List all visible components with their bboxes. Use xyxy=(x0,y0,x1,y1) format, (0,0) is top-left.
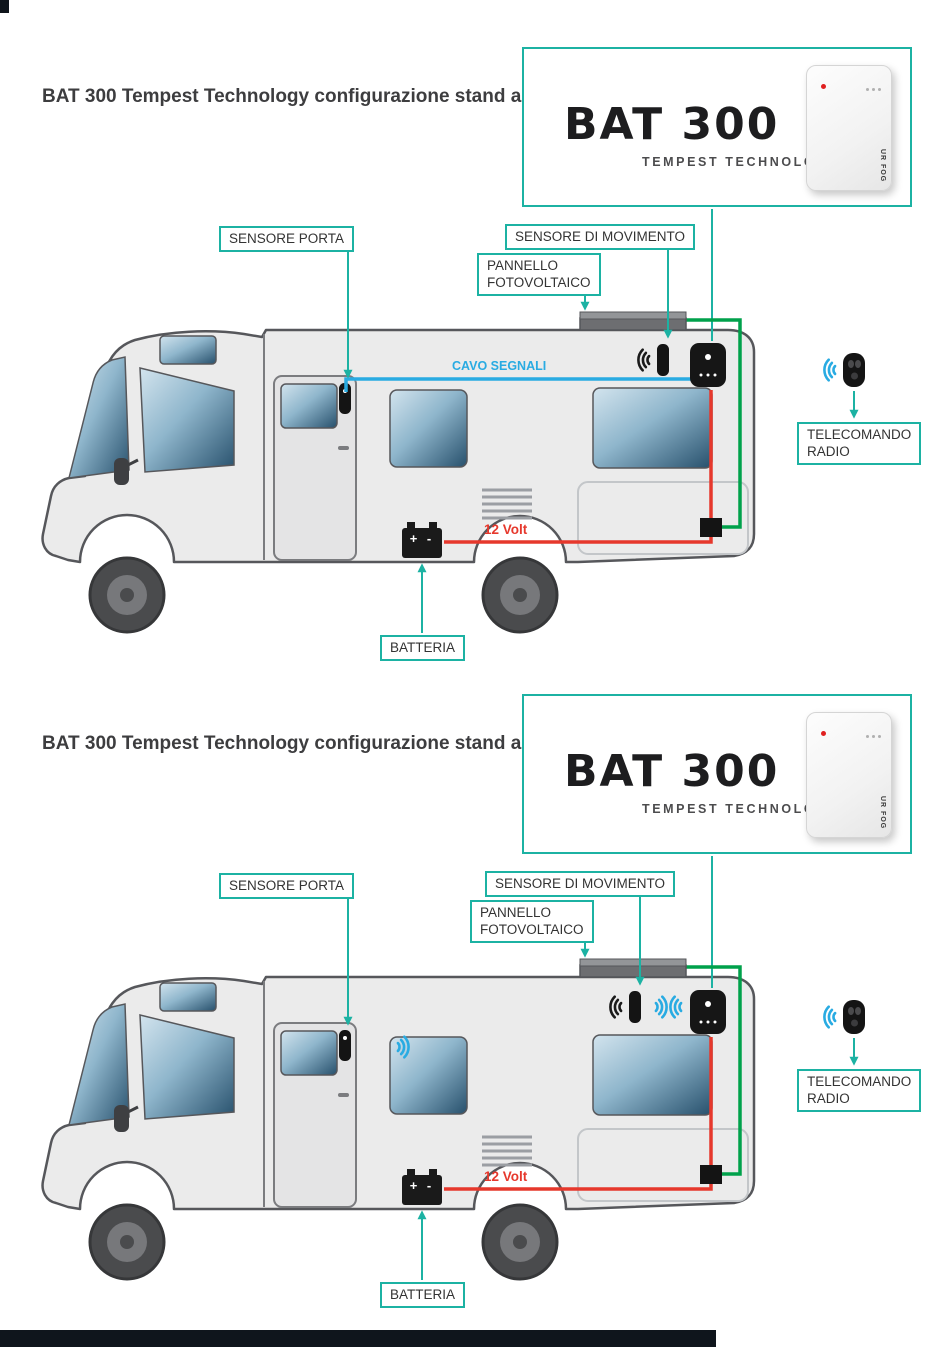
title-line1: BAT 300 Tempest Technology xyxy=(42,733,310,754)
battery-terminals: + - xyxy=(409,531,435,546)
section-wireless: BAT 300 Tempest Technology configurazion… xyxy=(0,647,952,1347)
power-wire-red xyxy=(444,1037,713,1191)
remote-waves-icon xyxy=(823,1005,837,1029)
product-photo: UR FOG xyxy=(806,65,892,191)
led-icon xyxy=(821,84,826,89)
motion-sensor xyxy=(629,991,641,1023)
label-text: FOTOVOLTAICO xyxy=(480,922,584,937)
12volt-label: 12 Volt xyxy=(484,1169,528,1184)
label-text: FOTOVOLTAICO xyxy=(487,275,591,290)
product-box: BAT 300 TEMPEST TECHNOLOGY UR FOG xyxy=(522,694,912,854)
product-box: BAT 300 TEMPEST TECHNOLOGY UR FOG xyxy=(522,47,912,207)
battery-terminals: + - xyxy=(409,1178,435,1193)
label-text: RADIO xyxy=(807,1091,850,1106)
top-left-mark xyxy=(0,0,9,13)
solar-panel xyxy=(579,958,687,978)
label-pannello-fotovoltaico: PANNELLO FOTOVOLTAICO xyxy=(470,900,594,943)
label-batteria: BATTERIA xyxy=(380,635,466,661)
section-wired: BAT 300 Tempest Technology configurazion… xyxy=(0,0,952,661)
bat300-subtitle: TEMPEST TECHNOLOGY xyxy=(642,802,840,816)
remote-fob xyxy=(843,1000,865,1034)
label-sensore-porta: SENSORE PORTA xyxy=(219,873,355,899)
remote-fob xyxy=(843,353,865,387)
label-text: TELECOMANDO xyxy=(807,1074,912,1089)
title-line1: BAT 300 Tempest Technology xyxy=(42,86,310,107)
bat300-subtitle: TEMPEST TECHNOLOGY xyxy=(642,155,840,169)
label-text: PANNELLO xyxy=(487,258,559,273)
brand-logo: UR FOG xyxy=(879,148,886,182)
label-text: SENSORE DI MOVIMENTO xyxy=(515,229,686,244)
signal-cable-blue xyxy=(344,377,692,392)
wire-junction-box xyxy=(700,518,722,537)
label-text: SENSORE PORTA xyxy=(229,878,345,893)
label-telecomando-radio: TELECOMANDO RADIO xyxy=(797,1069,922,1112)
power-wire-red xyxy=(444,390,713,544)
bat300-logo: BAT 300 xyxy=(564,99,780,150)
footer-bar xyxy=(0,1330,716,1347)
label-text: RADIO xyxy=(807,444,850,459)
label-text: BATTERIA xyxy=(390,640,456,655)
solar-panel xyxy=(579,311,687,331)
12volt-label: 12 Volt xyxy=(484,522,528,537)
bat300-device xyxy=(690,990,726,1034)
remote-waves-icon xyxy=(823,358,837,382)
cavo-segnali-label: CAVO SEGNALI xyxy=(452,359,547,373)
brand-logo: UR FOG xyxy=(879,795,886,829)
label-telecomando-radio: TELECOMANDO RADIO xyxy=(797,422,922,465)
label-text: PANNELLO xyxy=(480,905,552,920)
product-photo: UR FOG xyxy=(806,712,892,838)
label-text: SENSORE PORTA xyxy=(229,231,345,246)
wireless-diagram-canvas xyxy=(41,856,865,1281)
wired-diagram-canvas xyxy=(41,209,865,634)
label-text: SENSORE DI MOVIMENTO xyxy=(495,876,666,891)
label-sensore-porta: SENSORE PORTA xyxy=(219,226,355,252)
vent-dots-icon xyxy=(866,735,869,738)
label-batteria: BATTERIA xyxy=(380,1282,466,1308)
led-icon xyxy=(821,731,826,736)
label-sensore-movimento: SENSORE DI MOVIMENTO xyxy=(505,224,696,250)
camper-illustration xyxy=(41,975,756,1281)
label-pannello-fotovoltaico: PANNELLO FOTOVOLTAICO xyxy=(477,253,601,296)
label-arrows xyxy=(343,248,859,633)
wire-junction-box xyxy=(700,1165,722,1184)
label-text: TELECOMANDO xyxy=(807,427,912,442)
motion-sensor xyxy=(657,344,669,376)
label-arrows xyxy=(343,895,859,1280)
bat300-logo: BAT 300 xyxy=(564,746,780,797)
camper-illustration xyxy=(41,328,756,634)
label-sensore-movimento: SENSORE DI MOVIMENTO xyxy=(485,871,676,897)
label-text: BATTERIA xyxy=(390,1287,456,1302)
bat300-device xyxy=(690,343,726,387)
vent-dots-icon xyxy=(866,88,869,91)
